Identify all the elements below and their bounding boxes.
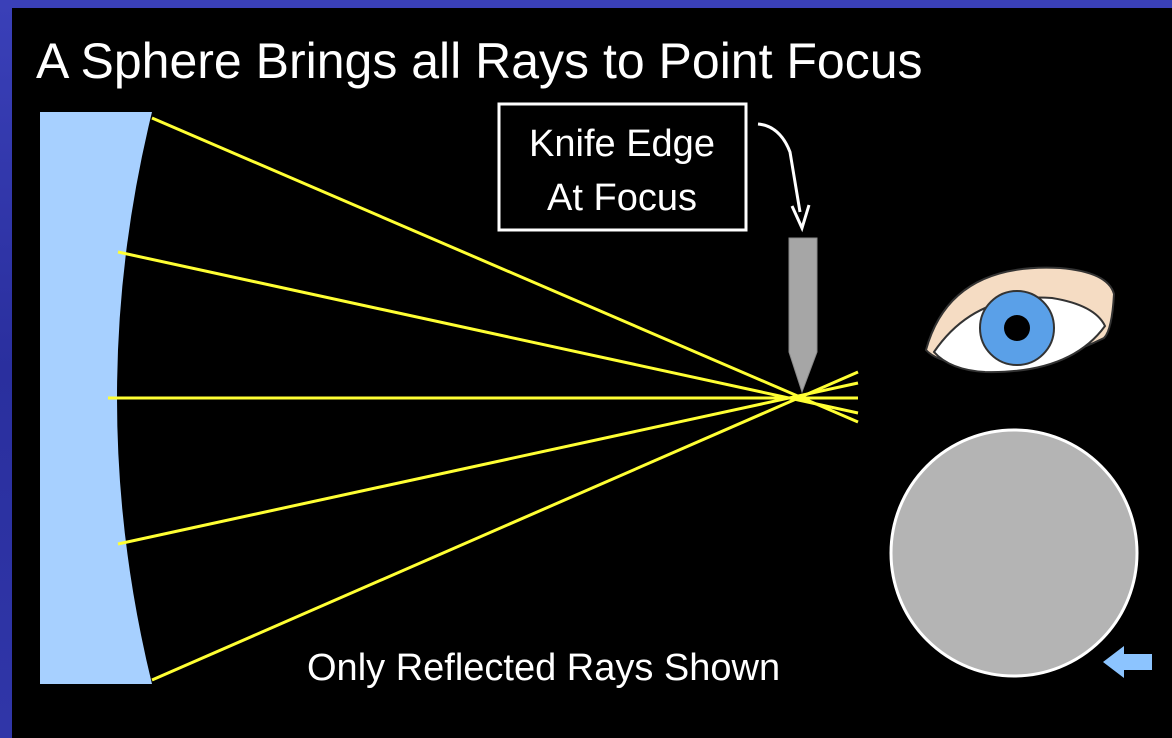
callout-line-1: Knife Edge: [529, 123, 715, 165]
ray-4: [118, 383, 858, 544]
callout-line-2: At Focus: [547, 177, 697, 219]
knife-edge-view-disk: [891, 430, 1137, 676]
caption: Only Reflected Rays Shown: [307, 647, 780, 689]
knife-edge-icon: [789, 238, 817, 392]
ray-2: [118, 252, 858, 413]
callout-pointer-arrow: [758, 124, 800, 212]
eye-icon: [926, 268, 1114, 372]
arrow-left-icon: [1103, 646, 1152, 678]
diagram-title: A Sphere Brings all Rays to Point Focus: [36, 33, 923, 89]
ray-5: [152, 372, 858, 680]
